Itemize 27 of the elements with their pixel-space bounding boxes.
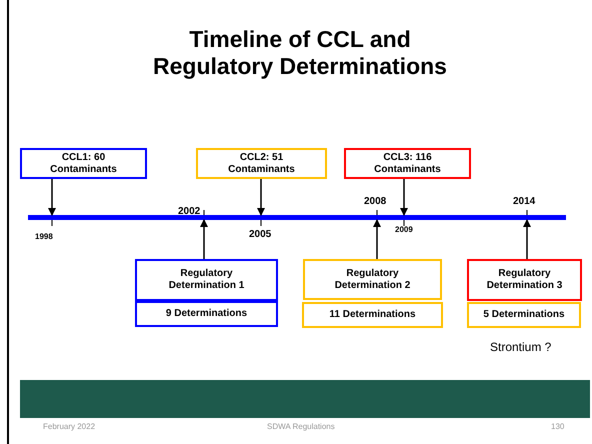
arrow xyxy=(400,179,408,216)
page-number: 130 xyxy=(551,422,564,431)
determination-box: Regulatory Determination 1 xyxy=(135,259,278,301)
footer-date: February 2022 xyxy=(43,422,96,431)
arrow xyxy=(257,179,265,216)
year-label: 2002 xyxy=(178,206,200,217)
year-label: 2009 xyxy=(395,225,413,234)
year-label: 1998 xyxy=(35,232,53,241)
year-label: 2005 xyxy=(249,229,272,240)
arrow xyxy=(200,219,208,259)
list-box: CCL2: 51 Contaminants xyxy=(196,148,327,179)
timeline-bar xyxy=(28,215,566,220)
list-box: CCL3: 116 Contaminants xyxy=(344,148,471,179)
count-box: 5 Determinations xyxy=(467,302,581,328)
year-label: 2014 xyxy=(513,196,536,207)
year-label: 2008 xyxy=(364,196,386,207)
slide-title: Timeline of CCL and Regulatory Determinations xyxy=(152,26,448,80)
footer-text: SDWA Regulations xyxy=(267,422,335,431)
count-box: 9 Determinations xyxy=(135,301,278,327)
arrow xyxy=(373,219,381,259)
note-text: Strontium ? xyxy=(490,340,552,354)
count-box: 11 Determinations xyxy=(302,302,443,328)
determination-box: Regulatory Determination 2 xyxy=(303,259,442,300)
list-box: CCL1: 60 Contaminants xyxy=(20,148,147,179)
arrow xyxy=(48,179,56,216)
arrow xyxy=(523,219,531,259)
determination-box: Regulatory Determination 3 xyxy=(467,259,582,301)
